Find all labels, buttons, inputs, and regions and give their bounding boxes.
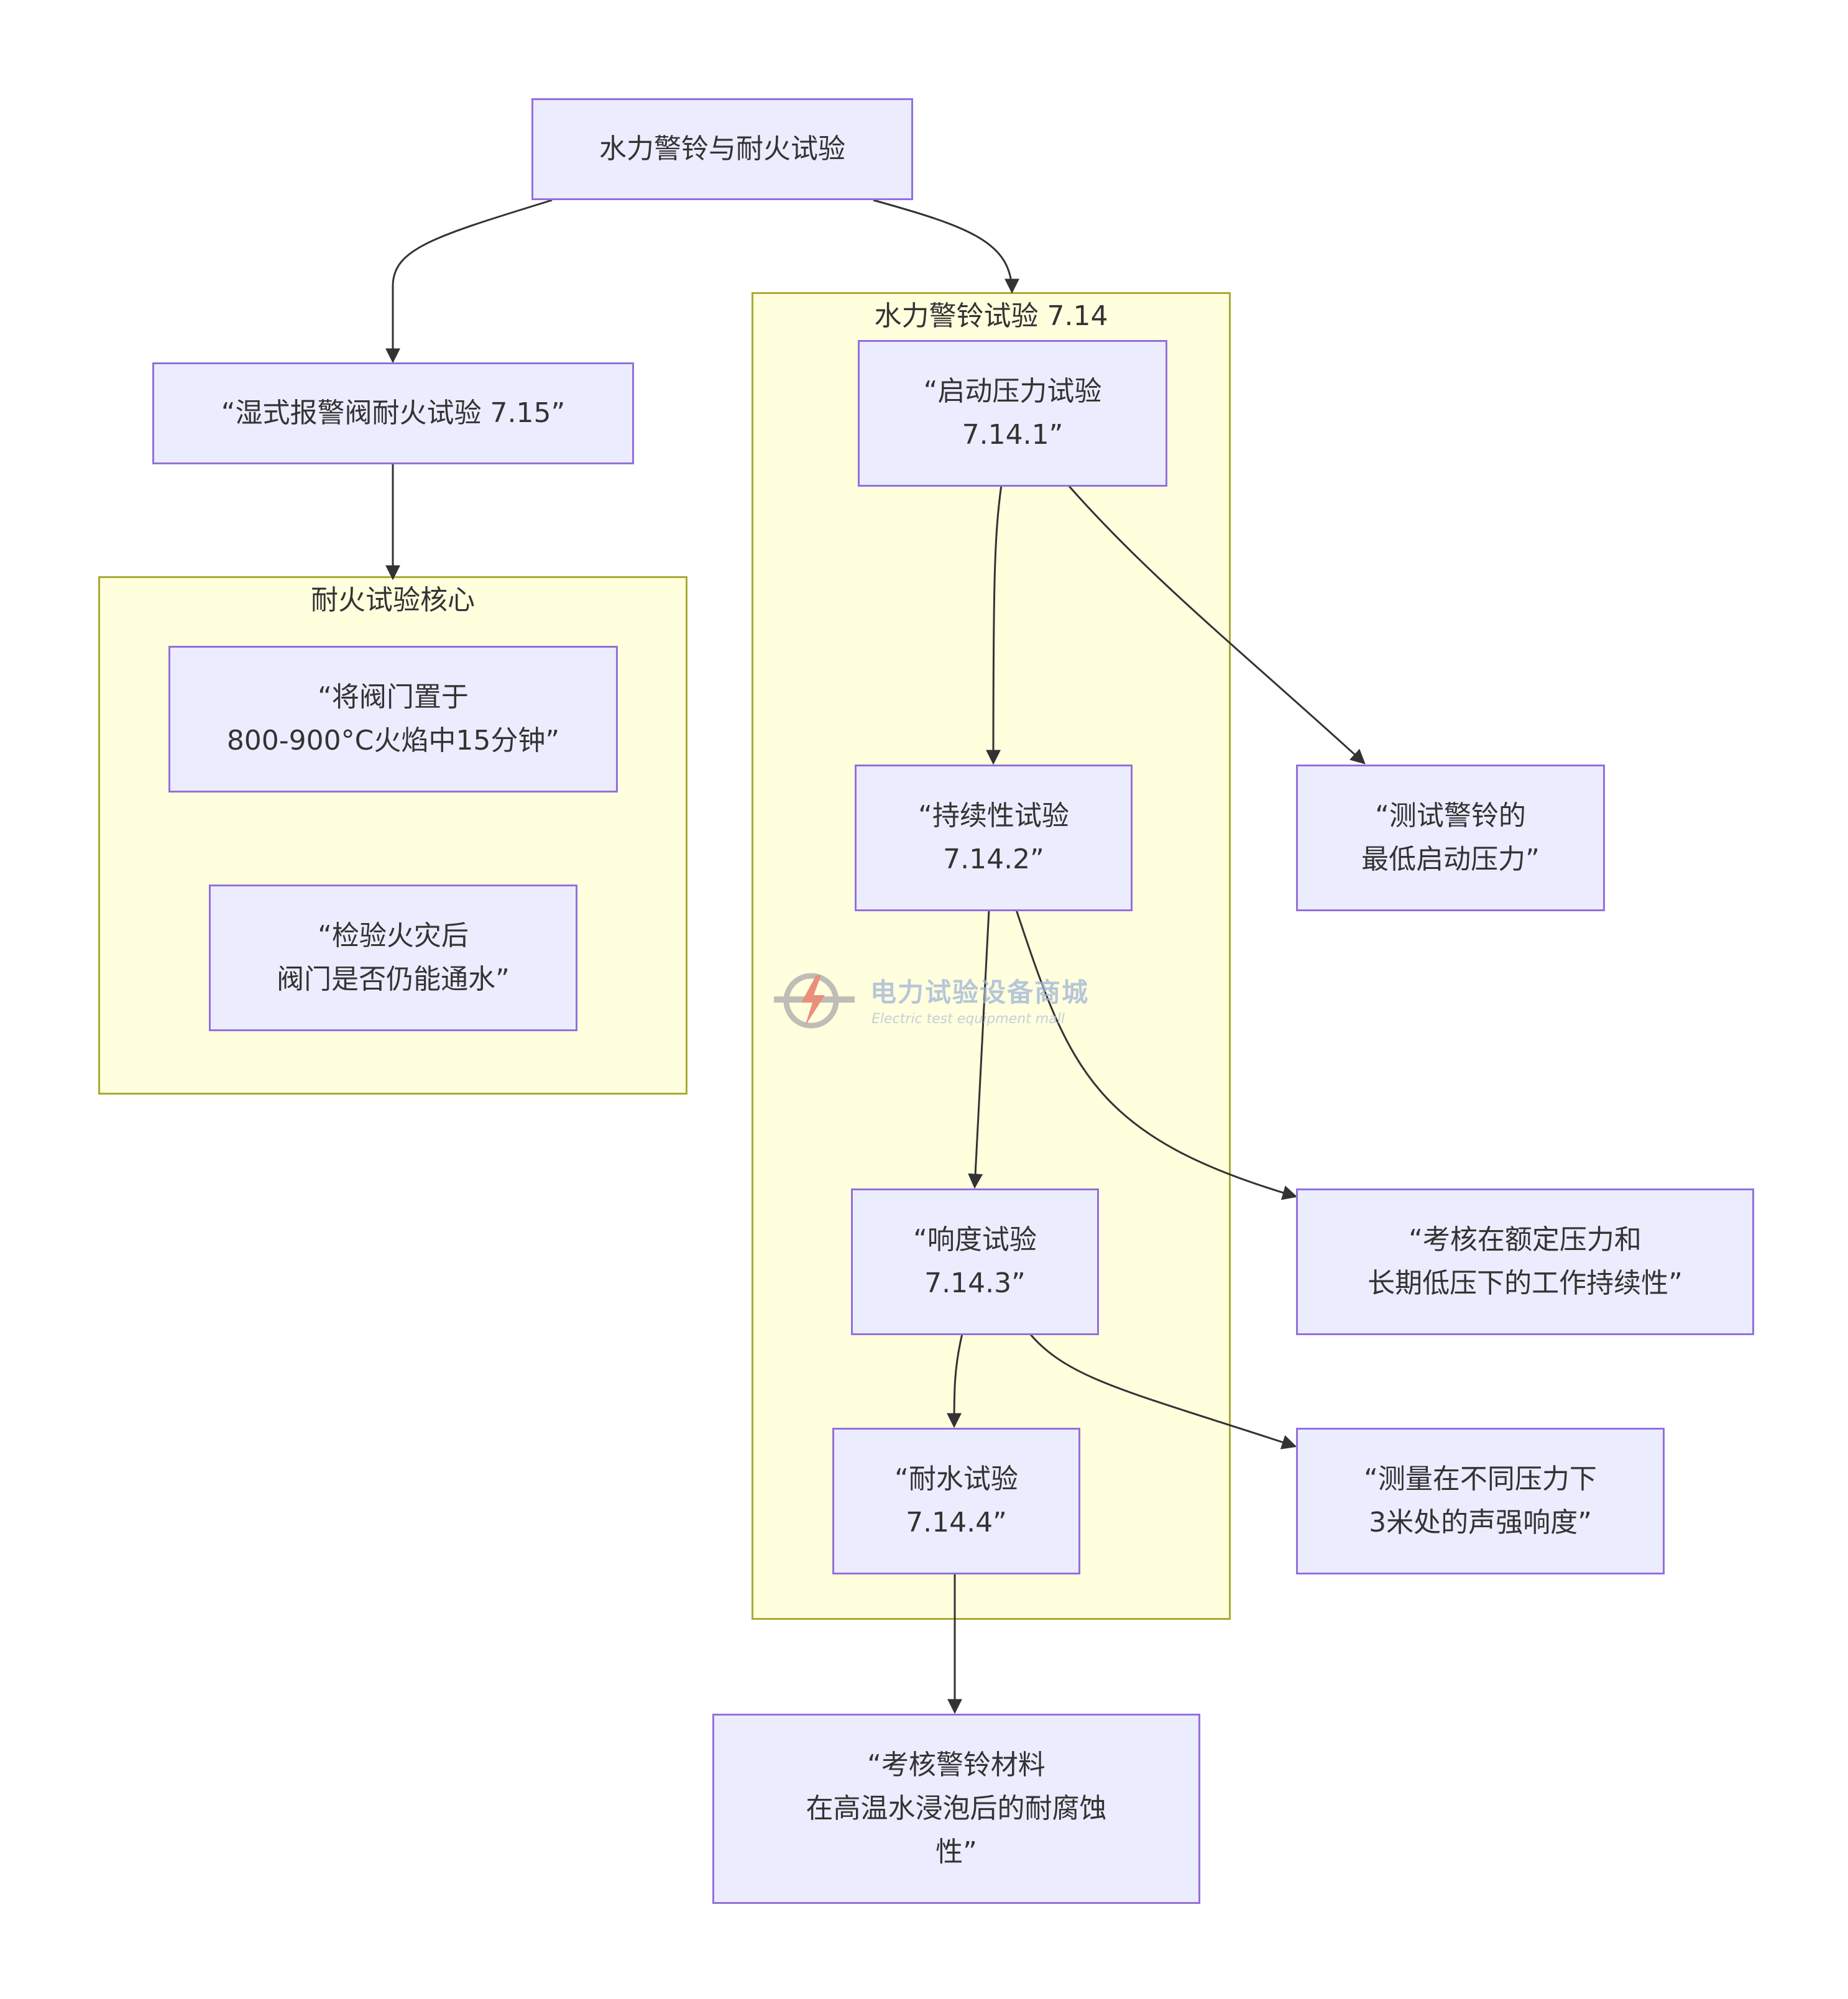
desc-loudness-node: “测量在不同压力下 3米处的声强响度” [1296, 1428, 1665, 1574]
desc-water-node: “考核警铃材料 在高温水浸泡后的耐腐蚀 性” [712, 1714, 1200, 1904]
hydraulic-bell-test-title: 水力警铃试验 7.14 [874, 300, 1108, 332]
edge-continuous-to-desc-continuous [1015, 909, 1298, 1200]
hydraulic-bell-test-cluster: 水力警铃试验 7.14 [752, 292, 1231, 1620]
water-resistance-test-node: “耐水试验 7.14.4” [832, 1428, 1080, 1574]
edge-continuous-to-loudness [968, 909, 990, 1189]
continuous-test-node: “持续性试验 7.14.2” [855, 765, 1133, 911]
loudness-test-node: “响度试验 7.14.3” [851, 1188, 1099, 1335]
wet-valve-fire-test-node: “湿式报警阀耐火试验 7.15” [152, 362, 634, 464]
watermark-text-en: Electric test equipment mall [871, 1011, 1065, 1027]
fire-flame-node: “将阀门置于 800-900°C火焰中15分钟” [168, 646, 618, 793]
edge-loudness-to-desc-loudness [1029, 1333, 1297, 1450]
desc-continuous-node: “考核在额定压力和 长期低压下的工作持续性” [1296, 1188, 1754, 1335]
edge-start-to-desc-start [1067, 484, 1366, 765]
edge-root-to-wet-valve [385, 199, 553, 364]
fire-water-check-node: “检验火灾后 阀门是否仍能通水” [209, 885, 577, 1031]
fire-test-core-title: 耐火试验核心 [311, 584, 475, 616]
edge-root-to-bell-cluster [873, 199, 1019, 294]
watermark-text-cn: 电力试验设备商城 [870, 977, 1090, 1008]
edge-start-to-continuous [986, 484, 1003, 765]
edge-loudness-to-water [947, 1333, 963, 1428]
watermark-logo-icon [774, 973, 855, 1029]
start-pressure-test-node: “启动压力试验 7.14.1” [858, 340, 1167, 487]
root-node: 水力警铃与耐火试验 [531, 98, 913, 200]
watermark: 电力试验设备商城 Electric test equipment mall [774, 967, 1097, 1035]
desc-start-pressure-node: “测试警铃的 最低启动压力” [1296, 765, 1605, 911]
